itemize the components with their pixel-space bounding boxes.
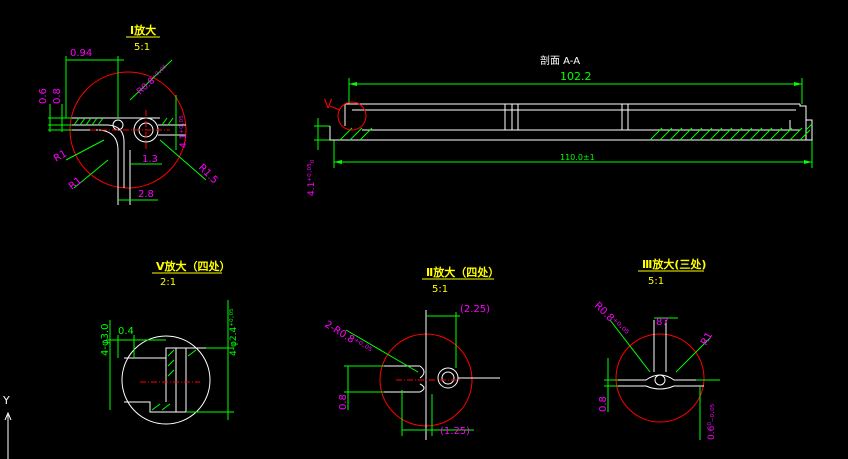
detail-III: Ⅲ放大(三处) 5:1 R0.8⁺⁰·⁰⁵ 87 R1 0.8 0.6⁰₋₀.₀… <box>592 257 720 440</box>
dim-R1: R1 <box>699 330 715 347</box>
detail-II-scale: 5:1 <box>432 284 448 295</box>
dim-2.8: 2.8 <box>138 189 154 200</box>
section-A-A-hatching <box>339 123 813 141</box>
detail-III-dimlines <box>604 317 720 440</box>
detail-III-title: Ⅲ放大(三处) <box>642 257 706 271</box>
dim-87: 87 <box>656 317 669 328</box>
detail-V-title: Ⅴ放大（四处） <box>156 259 231 273</box>
detail-II-geometry <box>384 310 500 440</box>
detail-V-dimlines <box>106 300 234 420</box>
dim-110: 110.0±1 <box>560 153 595 162</box>
detail-I-centerlines <box>90 110 170 150</box>
detail-V-geometry <box>124 347 206 413</box>
dim-0.8: 0.8 <box>338 394 349 410</box>
detail-V-boundary-circle <box>121 335 211 425</box>
section-A-A-dimlines <box>314 78 813 168</box>
detail-II-title: Ⅱ放大（四处） <box>426 265 499 279</box>
detail-II-dimlines <box>344 312 474 436</box>
dim-0.8: 0.8 <box>52 88 63 104</box>
dim-4.1: 4.1⁺⁰·⁰⁵ <box>179 115 189 148</box>
dim-0.4: 0.4 <box>118 326 134 337</box>
section-V-marker-circle <box>337 101 367 131</box>
dim-1.25: (1.25) <box>440 426 470 437</box>
detail-V-hatching <box>151 349 197 411</box>
section-A-A-title: 剖面 A-A <box>540 54 580 67</box>
detail-V-scale: 2:1 <box>160 277 176 288</box>
section-A-A-body <box>329 103 813 141</box>
dim-4-phi2.4: 4-φ2.4⁺⁰·⁰⁵ <box>229 308 239 356</box>
detail-I: Ⅰ放大 5:1 <box>38 23 220 205</box>
detail-I-geometry <box>70 117 186 205</box>
section-A-A: 剖面 A-A 102.2 110.0±1 4.1⁺⁰·⁰⁵₀ <box>307 54 813 196</box>
dim-0.6: 0.6 <box>38 88 49 104</box>
dim-4-phi3.0: 4-φ3.0 <box>100 324 111 356</box>
dim-0.6: 0.6⁰₋₀.₀₅ <box>707 403 717 440</box>
detail-I-dimlines <box>48 56 207 201</box>
detail-III-geometry <box>618 320 704 390</box>
detail-I-scale: 5:1 <box>134 42 150 53</box>
detail-III-scale: 5:1 <box>648 276 664 287</box>
dim-R0.8: R0.8⁺⁰·⁰⁵ <box>592 300 630 338</box>
dim-R0.8: R0.8⁺⁰·⁰⁵ <box>135 63 171 97</box>
ucs-icon: Y <box>2 394 12 459</box>
dim-R1-b: R1 <box>67 175 84 192</box>
dim-R1-a: R1 <box>52 148 69 164</box>
detail-III-boundary-circle <box>615 333 705 423</box>
dim-4.1-height: 4.1⁺⁰·⁰⁵₀ <box>307 159 317 196</box>
dim-0.94: 0.94 <box>70 48 92 59</box>
section-V-marker: V <box>324 97 333 111</box>
dim-0.8: 0.8 <box>598 396 609 412</box>
detail-II: Ⅱ放大（四处） 5:1 2-R0.8⁺⁰·⁰⁵ <box>322 265 500 440</box>
detail-I-title: Ⅰ放大 <box>130 23 156 37</box>
dim-102.2: 102.2 <box>560 70 592 83</box>
dim-2-R0.8: 2-R0.8⁺⁰·⁰⁵ <box>322 319 373 357</box>
ucs-y-label: Y <box>2 394 10 407</box>
detail-I-hatch <box>73 117 174 126</box>
detail-V: Ⅴ放大（四处） 2:1 4-φ3.0 0.4 <box>100 259 239 425</box>
dim-1.3: 1.3 <box>142 154 158 165</box>
dim-2.25: (2.25) <box>460 304 490 315</box>
